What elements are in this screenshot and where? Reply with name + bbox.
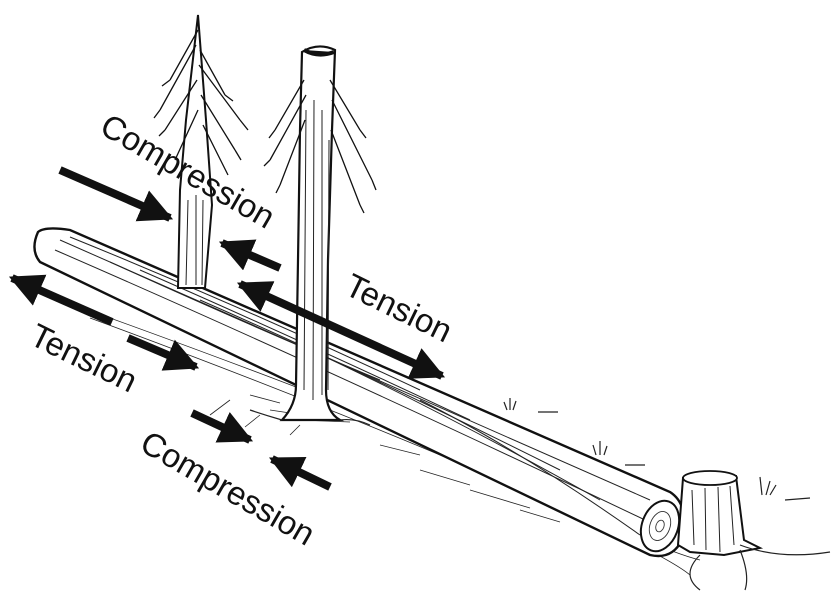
arrow-compression-upper-inward-left bbox=[60, 170, 170, 218]
arrow-tension-lower-outward-right bbox=[128, 338, 196, 367]
arrow-compression-lower-inward-left bbox=[192, 413, 250, 440]
arrow-compression-lower-inward-right bbox=[272, 459, 330, 487]
arrow-compression-upper-inward-right bbox=[222, 243, 280, 268]
tree-stump bbox=[678, 471, 830, 590]
